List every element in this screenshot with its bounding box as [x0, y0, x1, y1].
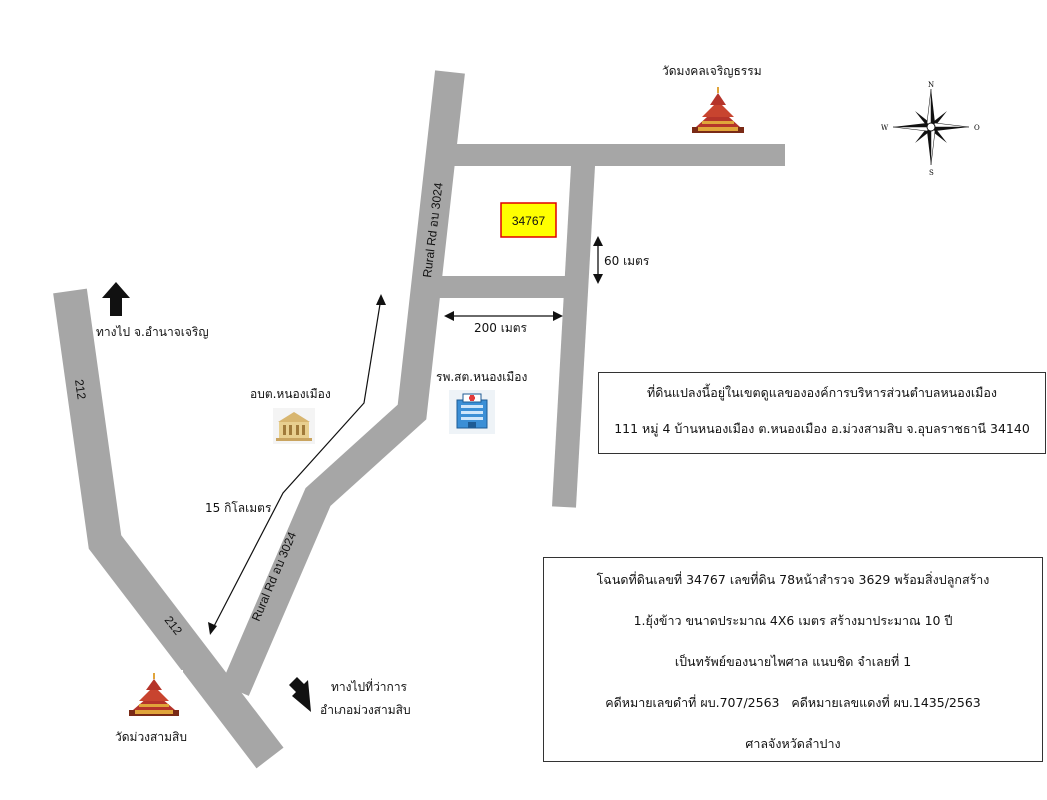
info-deed-line-4: คดีหมายเลขดำที่ ผบ.707/2563 คดีหมายเลขแด…	[605, 695, 981, 710]
hospital-label: รพ.สต.หนองเมือง	[436, 370, 528, 384]
arrow-down-right-icon	[289, 677, 311, 712]
temple-bottom-label: วัดม่วงสามสิบ	[115, 730, 187, 744]
compass-e: O	[974, 124, 980, 132]
distance-15km-line	[210, 297, 382, 633]
plot-box	[500, 202, 557, 238]
arrowhead-down	[208, 622, 217, 635]
direction-district-label-2: อำเภอม่วงสามสิบ	[320, 703, 411, 717]
distance-60m-label: 60 เมตร	[604, 254, 650, 268]
compass-w: W	[881, 124, 889, 132]
compass-rose-icon	[892, 88, 970, 166]
arrow-up-icon	[102, 282, 130, 316]
compass-s: S	[929, 169, 934, 177]
direction-district-label-1: ทางไปที่ว่าการ	[331, 680, 407, 694]
info-box-location: ที่ดินแปลงนี้อยู่ในเขตดูแลขององค์การบริห…	[598, 372, 1046, 454]
distance-200m-label: 200 เมตร	[474, 321, 527, 335]
arrowhead-up	[376, 294, 386, 305]
rural-road-3024	[221, 70, 465, 696]
roads	[53, 70, 785, 769]
road-east-vertical	[552, 147, 596, 508]
distance-15km-label: 15 กิโลเมตร	[205, 501, 272, 515]
temple-bottom-icon	[125, 670, 183, 722]
info-location-line-2: 111 หมู่ 4 บ้านหนองเมือง ต.หนองเมือง อ.ม…	[614, 421, 1030, 436]
plot-number: 34767	[512, 214, 546, 228]
sao-building-icon	[273, 408, 315, 444]
info-deed-line-3: เป็นทรัพย์ของนายไพศาล แนบชิด จำเลยที่ 1	[674, 654, 912, 669]
info-box-deed: โฉนดที่ดินเลขที่ 34767 เลขที่ดิน 78หน้าส…	[543, 557, 1043, 762]
direction-amnat-label: ทางไป จ.อำนาจเจริญ	[96, 325, 209, 339]
temple-top-icon	[688, 83, 748, 141]
sao-label: อบต.หนองเมือง	[250, 387, 331, 401]
temple-top-label: วัดมงคลเจริญธรรม	[662, 64, 762, 78]
info-deed-line-1: โฉนดที่ดินเลขที่ 34767 เลขที่ดิน 78หน้าส…	[596, 572, 990, 587]
highway-212	[53, 288, 284, 769]
compass-n: N	[928, 81, 934, 89]
info-deed-line-2: 1.ยุ้งข้าว ขนาดประมาณ 4X6 เมตร สร้างมาปร…	[633, 613, 953, 628]
hospital-icon	[449, 390, 495, 434]
highway-label-top: 212	[72, 378, 89, 400]
info-location-line-1: ที่ดินแปลงนี้อยู่ในเขตดูแลขององค์การบริห…	[647, 385, 997, 400]
info-deed-line-5: ศาลจังหวัดลำปาง	[745, 736, 841, 751]
